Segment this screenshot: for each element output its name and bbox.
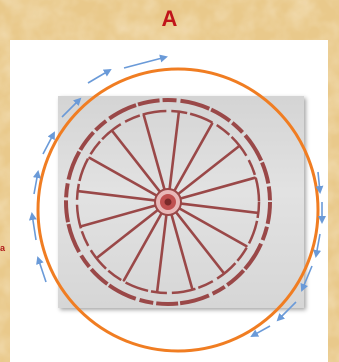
wheel-spoke <box>170 113 179 190</box>
wagon-wheel <box>66 100 270 304</box>
wheel-spoke <box>79 191 156 200</box>
arrow-left-4 <box>32 214 36 240</box>
side-label: a <box>0 241 10 255</box>
arrow-left-5 <box>38 258 46 282</box>
wheel-spoke <box>181 178 255 199</box>
arrow-top-2 <box>88 70 110 83</box>
arrow-top-1 <box>124 57 166 68</box>
wheel-spoke <box>157 215 166 292</box>
wheel-spoke <box>81 206 155 227</box>
arrow-left-1 <box>62 99 80 117</box>
wheel-hub-center <box>165 199 172 206</box>
wheel-spoke <box>172 215 193 289</box>
arrow-left-3 <box>34 172 38 194</box>
arrow-right-1 <box>318 172 320 192</box>
wheel-spoke <box>181 204 258 213</box>
wheel-spoke <box>144 115 165 189</box>
